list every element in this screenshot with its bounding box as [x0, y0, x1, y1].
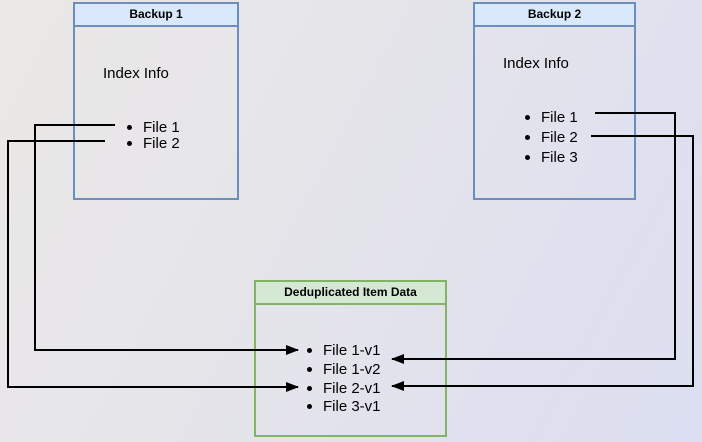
- box-backup-2[interactable]: Backup 2 Index Info File 1 File 2 File 3: [473, 2, 636, 200]
- list-item-label: File 1: [541, 108, 578, 126]
- connector-backup1-file2-to-file2-v1[interactable]: [7, 140, 299, 392]
- backup-1-title: Backup 1: [75, 4, 237, 27]
- list-item-label: File 2-v1: [323, 379, 381, 397]
- list-item-backup2-file-3: File 3: [525, 148, 578, 166]
- bullet-dot: [525, 154, 530, 160]
- list-item-backup1-file-1: File 1: [127, 118, 180, 136]
- bullet-dot: [525, 134, 530, 140]
- connector-backup2-file1-to-file1-v2[interactable]: [391, 112, 676, 364]
- list-item-file-3-v1: File 3-v1: [307, 397, 381, 415]
- list-item-label: File 2: [143, 134, 180, 152]
- dedup-title: Deduplicated Item Data: [256, 282, 445, 305]
- bullet-dot: [127, 124, 132, 130]
- list-item-file-1-v2: File 1-v2: [307, 360, 381, 378]
- backup-1-index-info-label: Index Info: [103, 65, 169, 82]
- connector-backup1-file1-to-file1-v1[interactable]: [34, 124, 299, 355]
- backup-2-title: Backup 2: [475, 4, 634, 27]
- bullet-dot: [307, 366, 312, 372]
- connector-backup2-file2-to-file2-v1[interactable]: [391, 135, 694, 391]
- bullet-dot: [307, 347, 312, 353]
- list-item-backup1-file-2: File 2: [127, 134, 180, 152]
- list-item-backup2-file-2: File 2: [525, 128, 578, 146]
- list-item-label: File 3-v1: [323, 397, 381, 415]
- bullet-dot: [525, 114, 530, 120]
- list-item-label: File 2: [541, 128, 578, 146]
- list-item-label: File 1-v2: [323, 360, 381, 378]
- box-backup-1[interactable]: Backup 1 Index Info File 1 File 2: [73, 2, 239, 200]
- list-item-label: File 1: [143, 118, 180, 136]
- list-item-label: File 1-v1: [323, 341, 381, 359]
- backup-2-index-info-label: Index Info: [503, 55, 569, 72]
- list-item-label: File 3: [541, 148, 578, 166]
- bullet-dot: [307, 403, 312, 409]
- list-item-file-2-v1: File 2-v1: [307, 379, 381, 397]
- bullet-dot: [127, 140, 132, 146]
- list-item-file-1-v1: File 1-v1: [307, 341, 381, 359]
- box-deduplicated-item-data[interactable]: Deduplicated Item Data File 1-v1 File 1-…: [254, 280, 447, 437]
- bullet-dot: [307, 385, 312, 391]
- list-item-backup2-file-1: File 1: [525, 108, 578, 126]
